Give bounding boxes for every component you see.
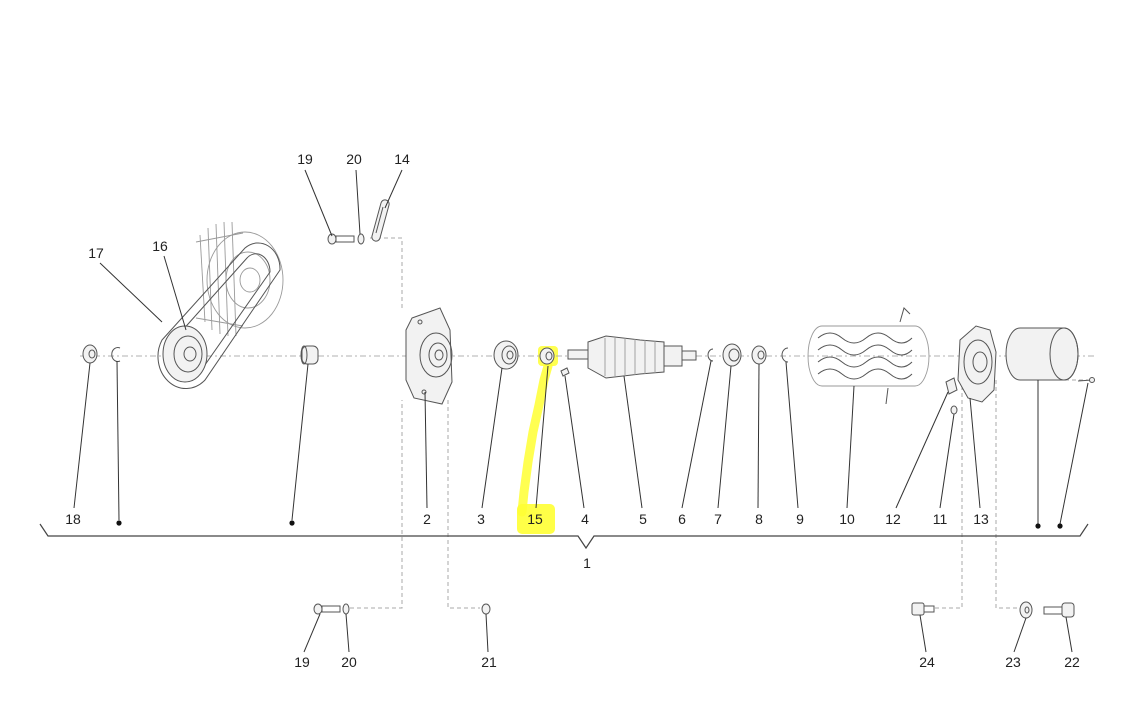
callout-20-top: 20 (346, 151, 362, 167)
callout-18: 18 (65, 511, 81, 527)
leader-lines (73, 169, 1089, 653)
callout-19-top: 19 (297, 151, 313, 167)
part-3-bearing (493, 340, 519, 370)
part-2-drive-end-bracket (405, 307, 453, 405)
part-8-washer (751, 345, 767, 365)
part-13-slip-ring-end-bracket (957, 325, 997, 403)
part-19-bottom-bolt (313, 603, 341, 615)
part-20-bottom-washer (342, 603, 350, 615)
callout-23: 23 (1005, 654, 1021, 670)
callout-16: 16 (152, 238, 168, 254)
part-17-belt-and-16-pulley (157, 221, 284, 389)
part-7-bearing (722, 343, 742, 367)
leader-dots (116, 520, 1063, 529)
snap-ring-outer (111, 347, 121, 362)
callout-3: 3 (477, 511, 485, 527)
part-9-snap-ring (781, 347, 789, 363)
highlight-part-15 (517, 346, 558, 534)
part-24-bolt (911, 602, 935, 616)
part-20-top-washer (357, 233, 365, 245)
part-15-sleeve (539, 347, 555, 365)
callout-1: 1 (583, 555, 591, 571)
callout-11: 11 (933, 511, 948, 527)
callout-15: 15 (527, 511, 543, 527)
part-10-stator (807, 307, 930, 405)
part-23-washer (1019, 601, 1033, 619)
callout-21: 21 (481, 654, 497, 670)
callout-24: 24 (919, 654, 935, 670)
callout-14: 14 (394, 151, 410, 167)
callout-6: 6 (678, 511, 686, 527)
part-19-top-bolt (327, 233, 355, 245)
assembly-bracket (39, 523, 1089, 550)
rear-cover-screw (1077, 377, 1095, 383)
part-14-clip (371, 199, 390, 242)
part-21-nut (481, 603, 491, 615)
callout-17: 17 (88, 245, 104, 261)
part-11-screw (950, 405, 958, 415)
callout-13: 13 (973, 511, 989, 527)
part-22-bolt (1043, 602, 1075, 618)
callout-19-bottom: 19 (294, 654, 310, 670)
callout-9: 9 (796, 511, 804, 527)
callout-labels: 19 20 14 17 16 18 2 3 15 4 5 6 7 8 9 10 … (65, 151, 1080, 670)
callout-10: 10 (839, 511, 855, 527)
part-18-washer (82, 344, 98, 364)
callout-20-bottom: 20 (341, 654, 357, 670)
part-6-circlip (707, 348, 714, 362)
callout-8: 8 (755, 511, 763, 527)
callout-22: 22 (1064, 654, 1080, 670)
callout-5: 5 (639, 511, 647, 527)
callout-7: 7 (714, 511, 722, 527)
callout-12: 12 (885, 511, 901, 527)
part-12-brush-holder (945, 377, 958, 395)
assembly-lines (350, 237, 1088, 609)
callout-4: 4 (581, 511, 589, 527)
part-4-key (560, 367, 570, 377)
part-5-rotor (567, 335, 697, 379)
callout-2: 2 (423, 511, 431, 527)
rear-cover (1005, 327, 1079, 381)
spacer-sleeve (300, 345, 319, 365)
